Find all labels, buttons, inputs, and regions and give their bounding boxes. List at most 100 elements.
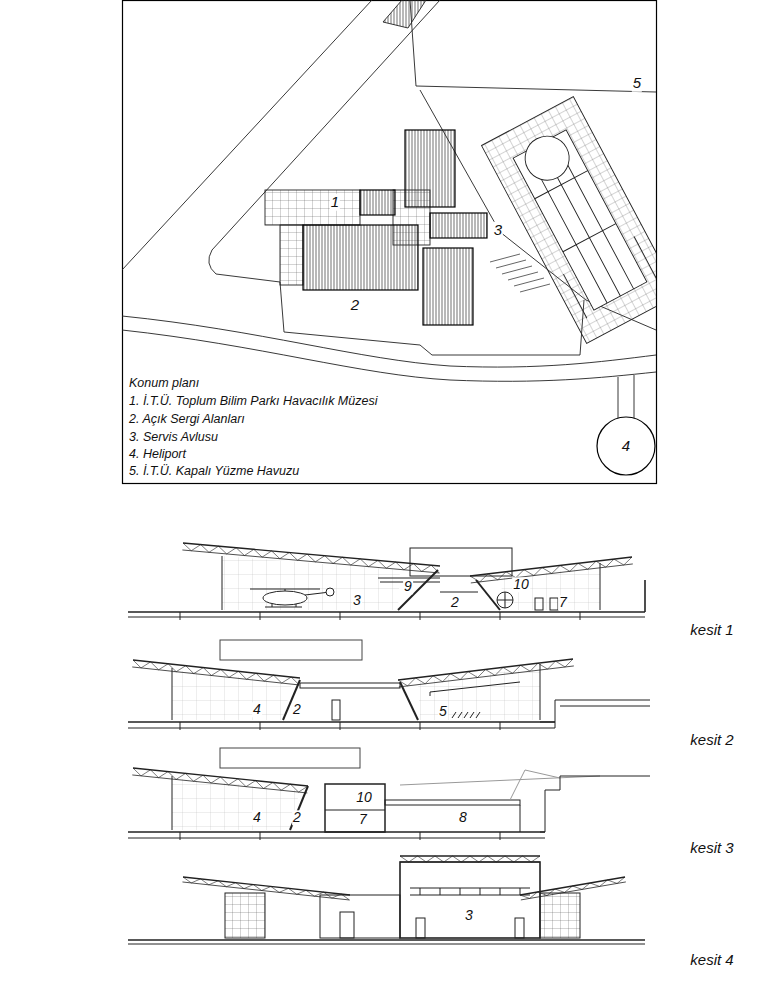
helicopter-part [250, 589, 320, 591]
museum-building-part [303, 225, 418, 290]
section-1-part [644, 580, 646, 612]
helicopter [250, 588, 334, 607]
pool-building [482, 97, 656, 344]
museum-building-part [405, 130, 455, 207]
section-2-part [540, 664, 541, 720]
callout-number: 3 [352, 593, 362, 608]
section-4-part [416, 918, 425, 938]
section-3-part [520, 805, 521, 832]
callout-number: 5 [438, 704, 448, 719]
pool-building-part [563, 237, 656, 319]
section-1-part [476, 580, 500, 610]
section-1-part [497, 592, 513, 608]
section-1-part [497, 592, 513, 608]
callout-number: 9 [403, 579, 413, 594]
roof-truss-part [183, 543, 439, 573]
roof-truss-part [400, 862, 540, 863]
callout-number: 10 [355, 790, 373, 805]
roof-truss-part [133, 660, 299, 685]
callout-number: 7 [358, 812, 368, 827]
section-3-part [172, 776, 173, 830]
legend-entry: 4. Heliport [128, 448, 187, 462]
section-3-part [325, 810, 385, 811]
roof-truss-part [183, 543, 440, 566]
section-4-part [400, 862, 540, 938]
callout-number: 3 [493, 222, 503, 239]
callout-number: kesit 4 [689, 952, 734, 969]
callout-number: 1 [330, 194, 340, 211]
section-3 [128, 748, 650, 840]
section-4-part [128, 939, 645, 941]
callout-number: 2 [292, 810, 302, 825]
callout-number: kesit 2 [689, 732, 734, 749]
paving [265, 190, 360, 225]
callout-number: 4 [622, 438, 630, 455]
section-2 [128, 640, 650, 730]
callout-number: kesit 3 [689, 840, 734, 857]
section-3-part [128, 831, 545, 833]
section-4-part [128, 944, 645, 945]
section-1-part [222, 556, 223, 610]
section-2-part [180, 722, 500, 730]
section-3-part [540, 776, 650, 832]
section-4-part [225, 893, 265, 938]
section-2-part [430, 682, 520, 696]
section-3-part [180, 832, 500, 840]
section-4-part [340, 912, 354, 938]
section-1 [128, 548, 645, 620]
roof-truss-part [182, 882, 349, 900]
section-2-part [332, 700, 340, 720]
roof-truss-part [470, 557, 632, 582]
section-1-part [440, 592, 478, 593]
section-1-part [535, 598, 543, 610]
callout-number: 4 [252, 702, 262, 717]
stairs [383, 0, 426, 28]
roof-truss-part [400, 856, 540, 862]
plan-heading: Konum planı [128, 377, 200, 391]
section-1-part [222, 556, 400, 610]
roof-truss-part [183, 877, 349, 900]
site-plan [122, 0, 656, 419]
callout-number: 7 [558, 595, 568, 610]
callout-number: 4 [252, 810, 262, 825]
section-3-part [128, 838, 545, 839]
paving [280, 225, 303, 285]
helicopter-part [265, 604, 302, 607]
section-4-part [410, 888, 530, 895]
road [122, 330, 656, 381]
section-2-part [400, 682, 418, 720]
section-4-part [540, 893, 580, 938]
section-2-part [540, 700, 650, 728]
callout-number: 2 [450, 595, 460, 610]
museum-building-part [360, 190, 395, 215]
roof-truss-part [133, 768, 308, 792]
helicopter-part [263, 591, 307, 605]
section-3-part [220, 748, 360, 768]
callout-number: 3 [464, 908, 474, 923]
section-4-part [515, 918, 524, 938]
section-2-part [128, 721, 555, 723]
section-1-part [128, 617, 645, 618]
section-1-part [600, 563, 601, 610]
museum-building [303, 130, 487, 325]
section-2-part [220, 640, 362, 660]
legend-entry: 1. İ.T.Ü. Toplum Bilim Parkı Havacılık M… [128, 395, 378, 409]
roof-truss-part [183, 877, 350, 895]
helicopter-part [326, 588, 334, 596]
pool-building-part [482, 97, 656, 344]
lot-boundary [410, 0, 656, 92]
service-steps-part [490, 254, 550, 292]
section-2-part [128, 728, 555, 729]
section-4-part [320, 895, 400, 938]
legend-entry: 2. Açık Sergi Alanları [128, 413, 246, 427]
section-2-part [300, 683, 400, 688]
callout-number: 10 [512, 577, 530, 592]
section-2-part [172, 668, 173, 720]
section-3-part [400, 770, 600, 800]
section-2-part [452, 712, 480, 718]
roof-truss-part [520, 877, 625, 898]
legend-entry: 5. İ.T.Ü. Kapalı Yüzme Havuzu [128, 465, 300, 479]
heliport-outline [597, 417, 655, 475]
